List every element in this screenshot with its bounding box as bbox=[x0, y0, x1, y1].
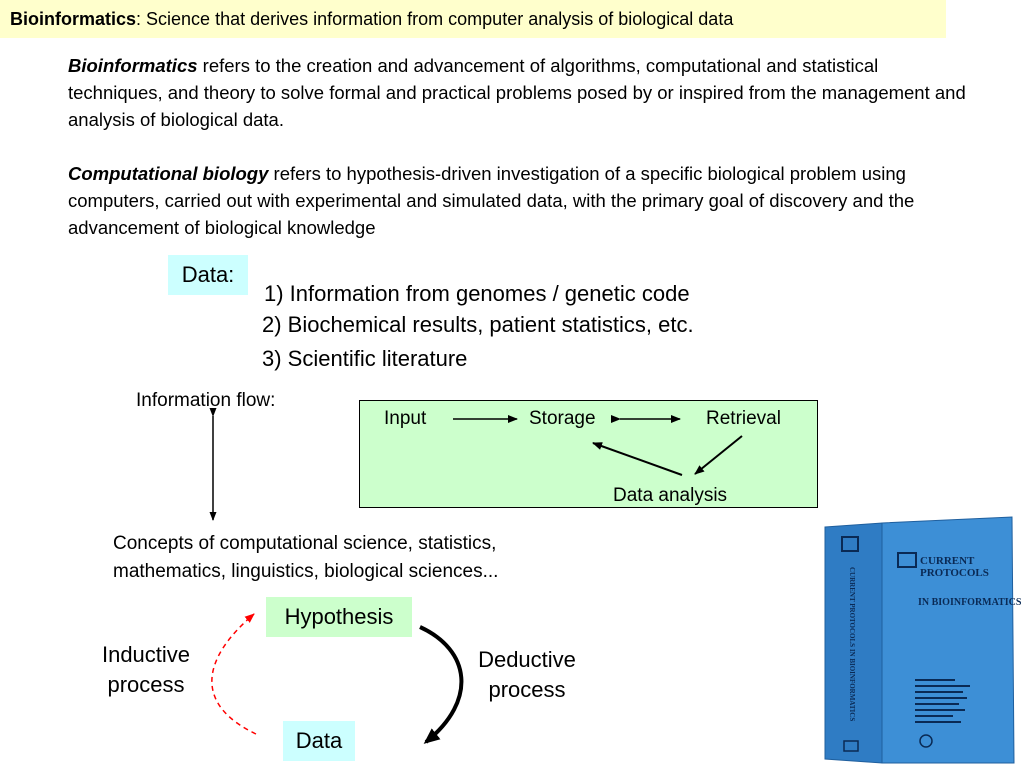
title-bold: Bioinformatics bbox=[10, 9, 137, 29]
bioinformatics-definition: Bioinformatics refers to the creation an… bbox=[68, 52, 968, 133]
flow-data-analysis: Data analysis bbox=[613, 485, 728, 506]
book-cover-title: CURRENT PROTOCOLS bbox=[920, 555, 989, 579]
deductive-process-label: Deductive process bbox=[462, 645, 592, 705]
computational-biology-definition: Computational biology refers to hypothes… bbox=[68, 160, 968, 241]
definition-text: refers to hypothesis-driven investigatio… bbox=[68, 163, 915, 238]
hypothesis-box: Hypothesis bbox=[266, 597, 412, 637]
concepts-line-1: Concepts of computational science, stati… bbox=[113, 533, 497, 554]
inductive-arrow bbox=[211, 613, 257, 735]
flow-retrieval: Retrieval bbox=[706, 408, 781, 429]
inductive-line-1: Inductive bbox=[101, 642, 191, 667]
inductive-process-label: Inductive process bbox=[86, 640, 206, 700]
slide-title: Bioinformatics: Science that derives inf… bbox=[0, 0, 946, 38]
data-box: Data bbox=[283, 721, 355, 761]
data-label-box: Data: bbox=[168, 255, 248, 295]
data-item-2: 2) Biochemical results, patient statisti… bbox=[262, 312, 694, 337]
data-item-3: 3) Scientific literature bbox=[262, 346, 468, 371]
book-spine-text: CURRENT PROTOCOLS IN BIOINFORMATICS bbox=[848, 567, 856, 722]
definition-term: Computational biology bbox=[68, 163, 269, 184]
concepts-text: Concepts of computational science, stati… bbox=[113, 530, 498, 586]
definition-term: Bioinformatics bbox=[68, 55, 198, 76]
definition-text: refers to the creation and advancement o… bbox=[68, 55, 966, 130]
retrieval-to-analysis-arrow bbox=[694, 435, 743, 475]
book-illustration bbox=[824, 516, 1015, 764]
information-flow-box bbox=[359, 400, 818, 508]
book-title-line-1: CURRENT bbox=[920, 555, 975, 567]
concepts-line-2: mathematics, linguistics, biological sci… bbox=[113, 561, 499, 582]
deductive-arrow bbox=[419, 625, 464, 744]
book-subtitle: IN BIOINFORMATICS bbox=[918, 597, 1022, 608]
analysis-to-storage-arrow bbox=[592, 442, 683, 476]
flow-input: Input bbox=[384, 408, 427, 429]
data-item-1: 1) Information from genomes / genetic co… bbox=[264, 281, 690, 306]
information-flow-label: Information flow: bbox=[136, 390, 276, 411]
deductive-line-1: Deductive bbox=[478, 647, 576, 672]
book-title-line-2: PROTOCOLS bbox=[920, 567, 989, 579]
flow-storage: Storage bbox=[529, 408, 596, 429]
inductive-line-2: process bbox=[107, 672, 185, 697]
deductive-line-2: process bbox=[488, 677, 566, 702]
book-image: CURRENT PROTOCOLS IN BIOINFORMATICS CURR… bbox=[820, 515, 1022, 767]
title-rest: : Science that derives information from … bbox=[136, 9, 734, 29]
